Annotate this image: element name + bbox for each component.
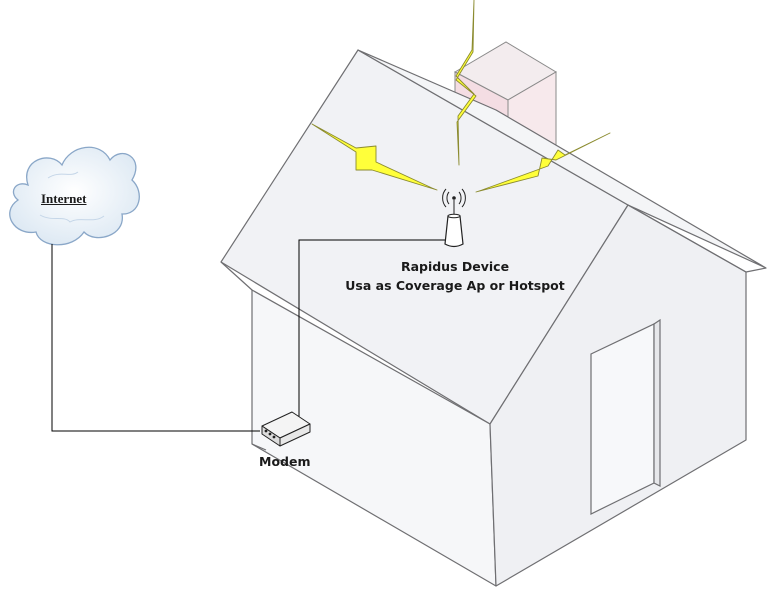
cables xyxy=(51,239,447,432)
internet-to-modem-cable xyxy=(51,244,260,432)
bolt-right-icon xyxy=(475,132,611,193)
internet-label: Internet xyxy=(41,191,87,206)
device-caption: Rapidus Device Usa as Coverage Ap or Hot… xyxy=(330,257,580,295)
modem-to-device-cable xyxy=(298,239,447,418)
bolt-left-icon xyxy=(311,123,438,191)
internet-cloud-icon xyxy=(9,146,140,246)
lightning-bolts xyxy=(311,0,611,193)
device-subtitle: Usa as Coverage Ap or Hotspot xyxy=(345,278,565,293)
house xyxy=(220,49,767,587)
modem-label: Modem xyxy=(259,454,311,469)
modem-icon xyxy=(261,411,311,447)
device-title: Rapidus Device xyxy=(400,259,510,274)
rapidus-device-icon xyxy=(442,188,466,248)
bolt-up-icon xyxy=(455,0,477,166)
door xyxy=(590,318,661,515)
